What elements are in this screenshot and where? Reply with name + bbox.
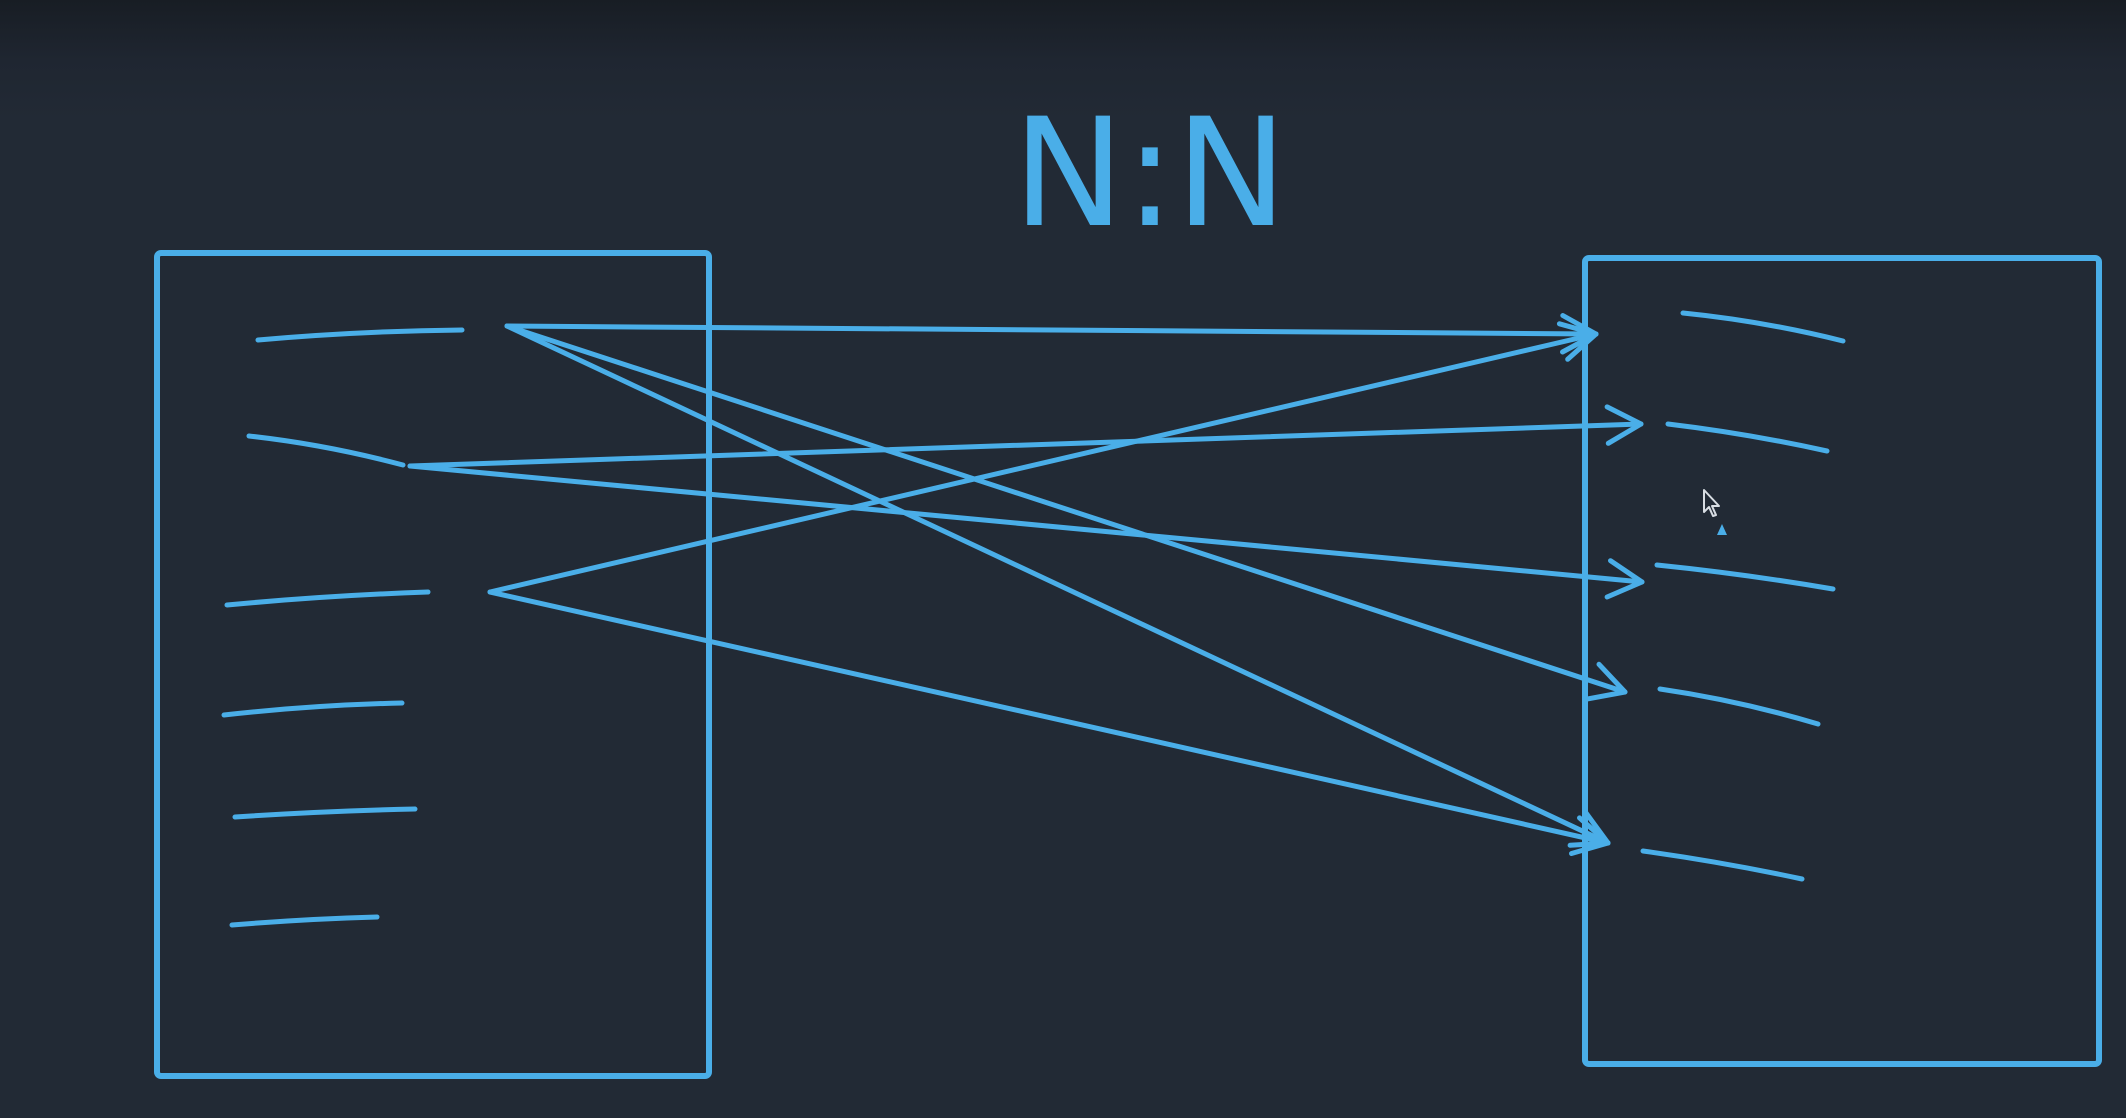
right-item-line-3 xyxy=(1654,562,1836,592)
right-item-line-4 xyxy=(1657,686,1821,727)
arrow-head xyxy=(1569,815,1611,856)
relationship-arrow xyxy=(504,313,1599,355)
arrow-head xyxy=(1604,558,1645,600)
relationship-arrow xyxy=(407,463,1645,600)
left-item-line-1 xyxy=(255,327,465,343)
relationship-arrows xyxy=(407,313,1645,856)
arrow-shaft xyxy=(487,331,1599,595)
arrow-shaft xyxy=(504,323,1611,846)
arrow-head xyxy=(1604,404,1644,446)
relationship-arrow xyxy=(487,321,1599,595)
mouse-cursor-icon xyxy=(1703,489,1720,517)
small-ink-mark xyxy=(1717,524,1727,535)
right-entity-items xyxy=(1640,310,1846,882)
right-item-line-2 xyxy=(1665,421,1830,454)
left-item-line-6 xyxy=(229,914,380,928)
relationship-arrow xyxy=(504,323,1628,702)
arrow-shaft xyxy=(487,589,1611,846)
arrow-shaft xyxy=(407,463,1645,585)
left-entity-items xyxy=(221,327,465,928)
arrow-shaft xyxy=(504,323,1599,337)
right-item-line-1 xyxy=(1680,310,1846,344)
relationship-arrow xyxy=(407,404,1644,469)
left-item-line-5 xyxy=(232,806,418,820)
relationship-arrow xyxy=(487,589,1611,856)
diagram-title: N:N xyxy=(1013,87,1288,261)
right-entity-box xyxy=(1582,255,2102,1067)
left-item-line-2 xyxy=(246,433,406,468)
left-entity-box xyxy=(154,250,712,1079)
title-text: N:N xyxy=(1013,87,1288,261)
relationship-arrow xyxy=(504,323,1611,848)
left-item-line-4 xyxy=(221,700,405,718)
arrow-shaft xyxy=(407,421,1644,469)
left-item-line-3 xyxy=(224,589,431,608)
arrow-shaft xyxy=(504,323,1628,695)
arrow-head xyxy=(1556,321,1599,362)
arrow-head xyxy=(1585,661,1628,702)
right-item-line-5 xyxy=(1640,848,1805,882)
